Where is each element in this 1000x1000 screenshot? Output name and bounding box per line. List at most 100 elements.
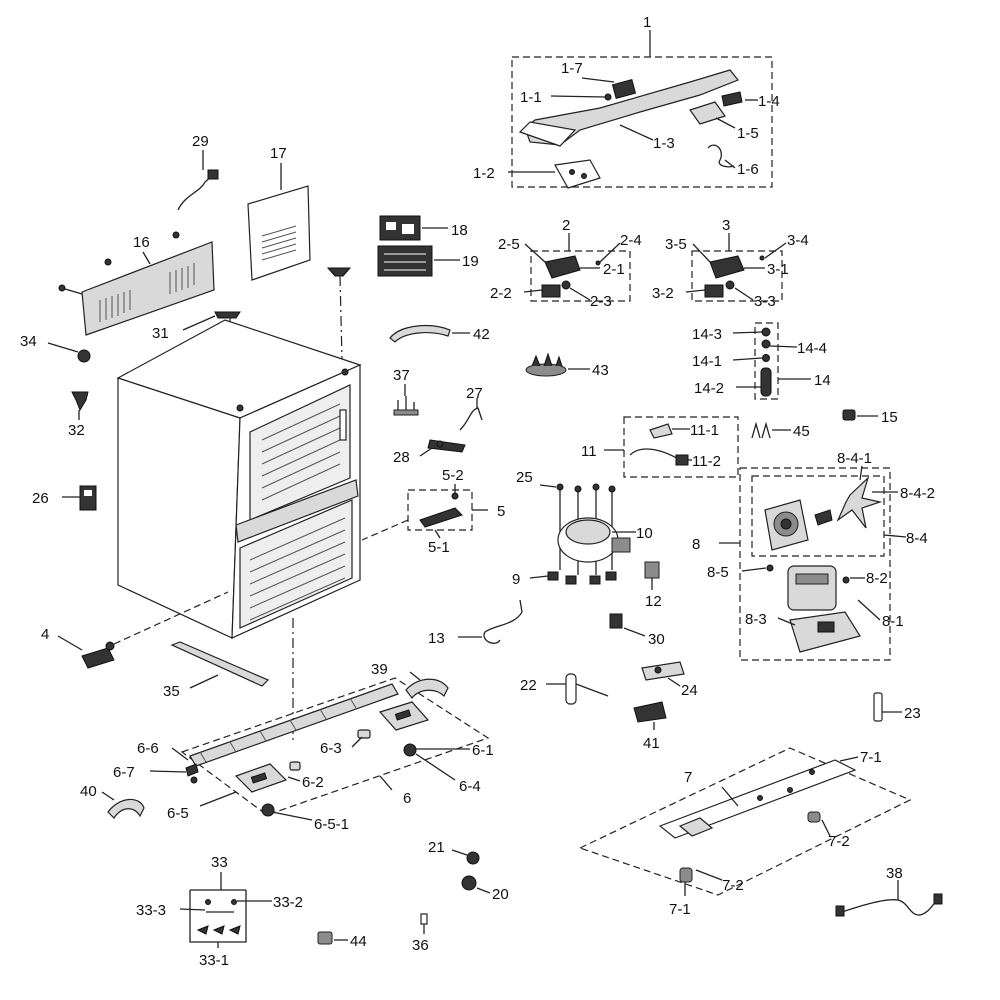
- label-2-4: 2-4: [620, 232, 642, 249]
- bracket-plate: [554, 159, 601, 189]
- label-1-2: 1-2: [473, 165, 495, 182]
- label-1: 1: [643, 14, 651, 31]
- bracket-hinge: [721, 91, 743, 107]
- part-20: 20: [461, 875, 509, 903]
- label-29: 29: [192, 133, 209, 150]
- label-6-2: 6-2: [302, 774, 324, 791]
- label-4: 4: [41, 626, 49, 643]
- part-group-6: 6-6 6-3 6-1 6-7 6-2 6-4 6 6-5 6-5-1: [113, 677, 494, 833]
- label-14-4: 14-4: [797, 340, 827, 357]
- label-40: 40: [80, 783, 97, 800]
- label-7-1-bottom: 7-1: [669, 901, 691, 918]
- label-15: 15: [881, 409, 898, 426]
- label-38: 38: [886, 865, 903, 882]
- bracket-clip: [611, 79, 637, 99]
- label-14-1: 14-1: [692, 353, 722, 370]
- part-30: 30: [609, 613, 665, 648]
- part-28: 28: [393, 439, 466, 466]
- label-7-1-top: 7-1: [860, 749, 882, 766]
- label-1-4: 1-4: [758, 93, 780, 110]
- label-36: 36: [412, 937, 429, 954]
- label-8-4-2: 8-4-2: [900, 485, 935, 502]
- part-group-2: 2 2-5 2-4 2-1 2-2 2-3: [490, 217, 642, 310]
- label-6-3: 6-3: [320, 740, 342, 757]
- label-14-3: 14-3: [692, 326, 722, 343]
- label-2-5: 2-5: [498, 236, 520, 253]
- label-1-7: 1-7: [561, 60, 583, 77]
- label-6-5: 6-5: [167, 805, 189, 822]
- part-16-back-cover: 16: [58, 231, 215, 336]
- label-3-1: 3-1: [767, 261, 789, 278]
- part-32: 32: [68, 391, 89, 439]
- part-group-33: 33 33-3 33-2 33-1: [136, 854, 303, 969]
- cabinet-side: [117, 377, 241, 639]
- label-6-4: 6-4: [459, 778, 481, 795]
- label-18: 18: [451, 222, 468, 239]
- label-2-2: 2-2: [490, 285, 512, 302]
- label-21: 21: [428, 839, 445, 856]
- part-21: 21: [428, 839, 480, 865]
- label-24: 24: [681, 682, 698, 699]
- label-33-3: 33-3: [136, 902, 166, 919]
- label-7: 7: [684, 769, 692, 786]
- label-3: 3: [722, 217, 730, 234]
- label-33-2: 33-2: [273, 894, 303, 911]
- label-11-1: 11-1: [690, 422, 719, 439]
- label-2-1: 2-1: [603, 261, 625, 278]
- label-28: 28: [393, 449, 410, 466]
- part-43: 43: [525, 352, 609, 379]
- label-8-3: 8-3: [745, 611, 767, 628]
- part-40: 40: [80, 783, 145, 819]
- part-group-1: 1 1-7 1-1 1-4 1-5 1-3 1-2 1-6: [473, 14, 780, 189]
- label-23: 23: [904, 705, 921, 722]
- part-18-19-pcb: 18 19: [377, 215, 479, 277]
- part-4-bottom-hinge: 4: [41, 591, 229, 669]
- label-27: 27: [466, 385, 483, 402]
- part-45-clips: 45: [751, 421, 810, 440]
- label-11: 11: [581, 443, 597, 460]
- label-14: 14: [814, 372, 831, 389]
- label-12: 12: [645, 593, 662, 610]
- part-42-handle: 42: [389, 325, 490, 343]
- label-39: 39: [371, 661, 388, 678]
- label-34: 34: [20, 333, 37, 350]
- label-37: 37: [393, 367, 410, 384]
- label-9: 9: [512, 571, 520, 588]
- fresh-food-compartment: [249, 384, 351, 521]
- label-13: 13: [428, 630, 445, 647]
- label-3-3: 3-3: [754, 293, 776, 310]
- label-8: 8: [692, 536, 700, 553]
- label-10: 10: [636, 525, 653, 542]
- part-10-compressor: 10 25 9: [512, 469, 653, 588]
- label-7-2-left: 7-2: [722, 877, 744, 894]
- label-6-6: 6-6: [137, 740, 159, 757]
- label-30: 30: [648, 631, 665, 648]
- label-41: 41: [643, 735, 660, 752]
- label-5: 5: [497, 503, 505, 520]
- part-26: 26: [32, 485, 97, 511]
- label-33: 33: [211, 854, 228, 871]
- label-2: 2: [562, 217, 570, 234]
- part-group-7: 7-1 7 7-2 7-2 7-1: [578, 747, 912, 918]
- label-3-2: 3-2: [652, 285, 674, 302]
- label-33-1: 33-1: [199, 952, 229, 969]
- label-32: 32: [68, 422, 85, 439]
- label-8-1: 8-1: [882, 613, 904, 630]
- label-14-2: 14-2: [694, 380, 724, 397]
- label-8-2: 8-2: [866, 570, 888, 587]
- label-44: 44: [350, 933, 367, 950]
- label-2-3: 2-3: [590, 293, 612, 310]
- part-24: 24: [641, 661, 698, 699]
- part-15: 15: [842, 409, 898, 426]
- label-8-5: 8-5: [707, 564, 729, 581]
- part-group-5: 5-2 5 5-1: [361, 467, 505, 556]
- label-43: 43: [592, 362, 609, 379]
- label-20: 20: [492, 886, 509, 903]
- label-35: 35: [163, 683, 180, 700]
- label-1-3: 1-3: [653, 135, 675, 152]
- part-12: 12: [644, 561, 662, 610]
- label-8-4: 8-4: [906, 530, 928, 547]
- part-38-harness: 38: [835, 865, 943, 917]
- label-3-4: 3-4: [787, 232, 809, 249]
